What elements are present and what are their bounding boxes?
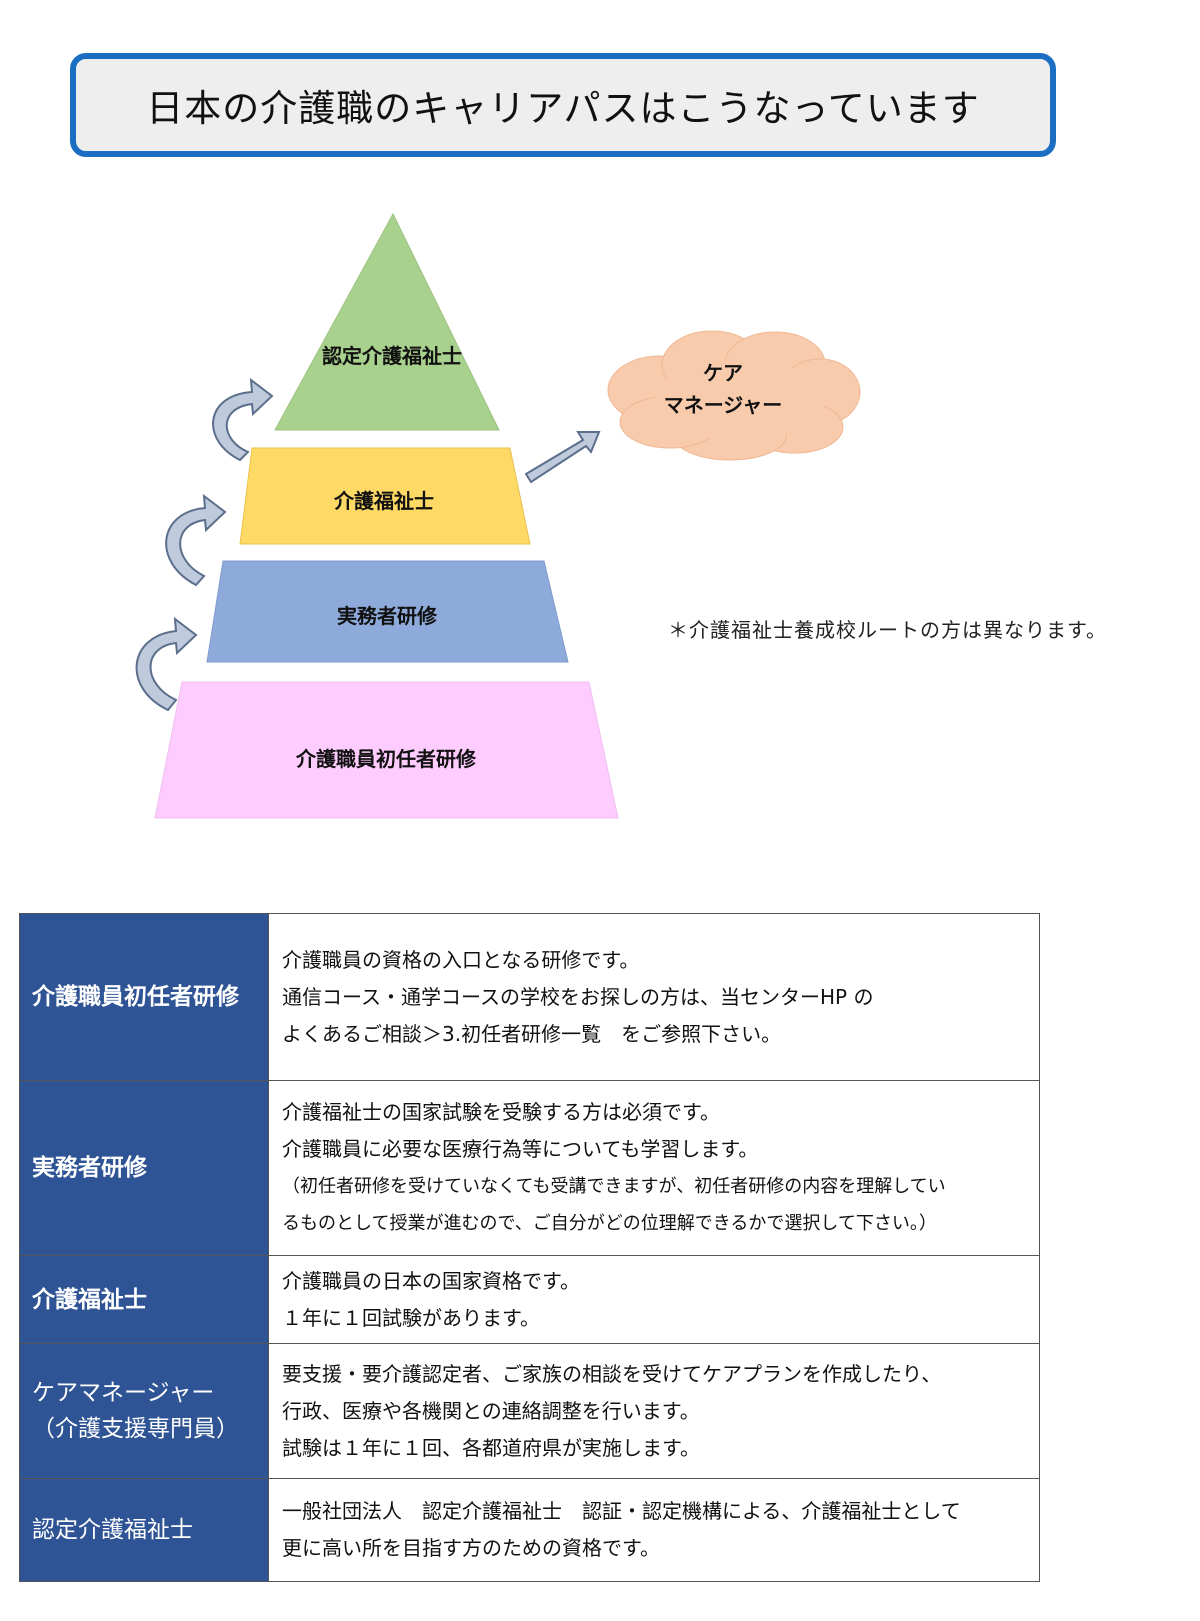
table-row: 実務者研修 介護福祉士の国家試験を受験する方は必須です。 介護職員に必要な医療行… — [19, 1080, 1040, 1256]
row-desc: 介護福祉士の国家試験を受験する方は必須です。 介護職員に必要な医療行為等について… — [268, 1080, 1040, 1256]
care-manager-cloud — [607, 330, 861, 461]
pyramid-label-2: 介護福祉士 — [334, 489, 434, 513]
row-head-care-worker: 介護福祉士 — [19, 1255, 269, 1344]
curved-arrow-icon-upper — [212, 377, 274, 462]
row-desc: 介護職員の資格の入口となる研修です。 通信コース・通学コースの学校をお探しの方は… — [268, 913, 1040, 1081]
row-head-initial-training: 介護職員初任者研修 — [19, 913, 269, 1081]
title-box: 日本の介護職のキャリアパスはこうなっています — [70, 53, 1056, 157]
pyramid-label-bottom: 介護職員初任者研修 — [296, 747, 476, 771]
row-desc: 介護職員の日本の国家資格です。 １年に１回試験があります。 — [268, 1255, 1040, 1344]
row-desc: 一般社団法人 認定介護福祉士 認証・認定機構による、介護福祉士として 更に高い所… — [268, 1478, 1040, 1582]
pyramid-tier-2 — [239, 447, 531, 545]
arrow-to-care-manager-icon — [524, 431, 601, 484]
cloud-label-line2: マネージャー — [663, 393, 783, 417]
row-head-certified-care-worker: 認定介護福祉士 — [19, 1478, 269, 1582]
head-line: （介護支援専門員） — [32, 1416, 239, 1442]
pyramid-tier-bottom — [154, 681, 619, 819]
row-desc: 要支援・要介護認定者、ご家族の相談を受けてケアプランを作成したり、 行政、医療や… — [268, 1343, 1040, 1479]
route-note: ＊介護福祉士養成校ルートの方は異なります。 — [668, 618, 1107, 642]
row-head-care-manager: ケアマネージャー （介護支援専門員） — [19, 1343, 269, 1479]
cloud-label: ケア マネージャー — [664, 357, 783, 421]
cloud-label-line1: ケア — [702, 361, 743, 385]
table-row: ケアマネージャー （介護支援専門員） 要支援・要介護認定者、ご家族の相談を受けて… — [19, 1343, 1040, 1479]
desc-line: 介護職員に必要な医療行為等についても学習します。 — [282, 1137, 759, 1161]
table-row: 認定介護福祉士 一般社団法人 認定介護福祉士 認証・認定機構による、介護福祉士と… — [19, 1478, 1040, 1582]
desc-line: １年に１回試験があります。 — [282, 1305, 540, 1330]
page-title: 日本の介護職のキャリアパスはこうなっています — [146, 87, 980, 130]
pyramid-tier-top — [274, 212, 500, 431]
pyramid-tier-3 — [206, 560, 569, 663]
desc-line: （初任者研修を受けていなくても受講できますが、初任者研修の内容を理解してい — [282, 1176, 946, 1197]
row-head-practitioner-training: 実務者研修 — [19, 1080, 269, 1256]
desc-line: 一般社団法人 認定介護福祉士 認証・認定機構による、介護福祉士として — [282, 1499, 961, 1523]
desc-line: 介護福祉士の国家試験を受験する方は必須です。 — [282, 1100, 720, 1124]
desc-line: よくあるご相談＞3.初任者研修一覧 をご参照下さい。 — [282, 1021, 782, 1046]
curved-arrow-icon-lower — [135, 616, 198, 712]
pyramid-label-top: 認定介護福祉士 — [322, 344, 462, 368]
desc-line: 介護職員の資格の入口となる研修です。 — [282, 947, 640, 972]
desc-line: 通信コース・通学コースの学校をお探しの方は、当センターHP の — [282, 984, 874, 1009]
desc-line: 更に高い所を目指す方のための資格です。 — [282, 1536, 660, 1560]
table-row: 介護職員初任者研修 介護職員の資格の入口となる研修です。 通信コース・通学コース… — [19, 913, 1040, 1081]
desc-line: 介護職員の日本の国家資格です。 — [282, 1268, 580, 1293]
career-pyramid-diagram — [135, 212, 861, 819]
curved-arrow-icon-middle — [165, 493, 227, 587]
desc-line: 要支援・要介護認定者、ご家族の相談を受けてケアプランを作成したり、 — [282, 1361, 942, 1386]
desc-line: 行政、医療や各機関との連絡調整を行います。 — [282, 1398, 700, 1423]
head-line: ケアマネージャー — [32, 1380, 215, 1406]
qualification-table: 介護職員初任者研修 介護職員の資格の入口となる研修です。 通信コース・通学コース… — [19, 913, 1040, 1582]
desc-line: るものとして授業が進むので、ご自分がどの位理解できるかで選択して下さい。） — [282, 1213, 937, 1234]
desc-line: 試験は１年に１回、各都道府県が実施します。 — [282, 1435, 700, 1460]
table-row: 介護福祉士 介護職員の日本の国家資格です。 １年に１回試験があります。 — [19, 1255, 1040, 1344]
pyramid-label-3: 実務者研修 — [337, 604, 437, 628]
